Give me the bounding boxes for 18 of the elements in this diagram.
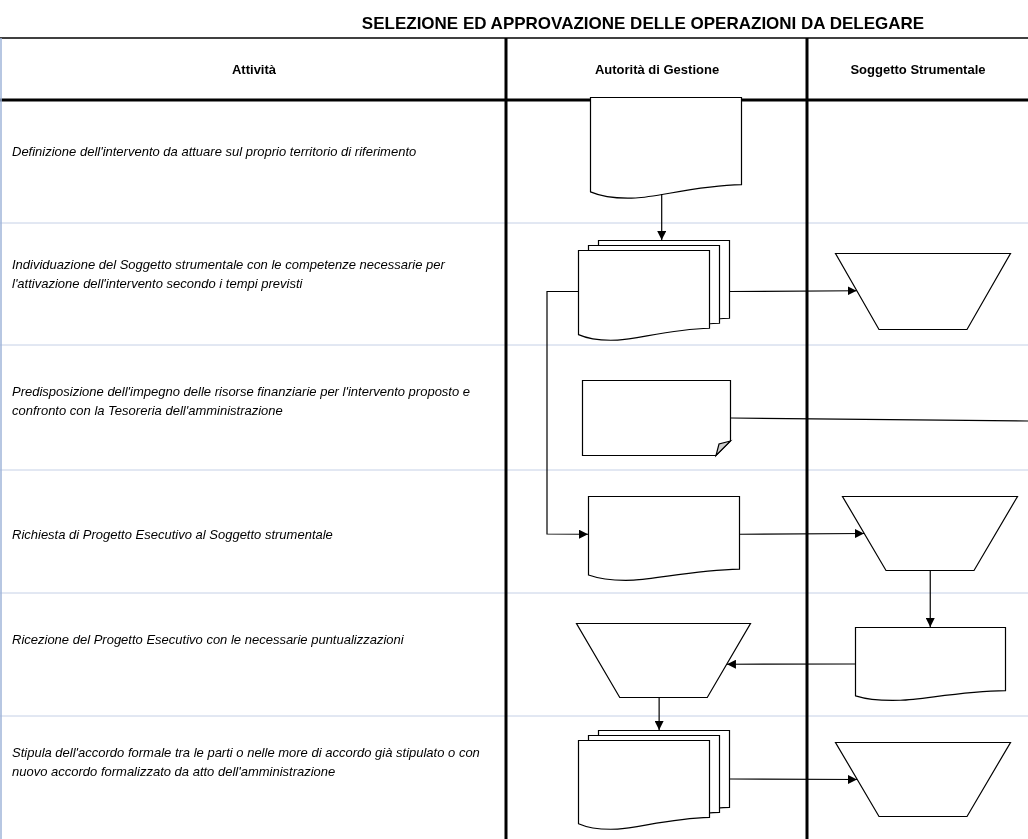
activity-description: Definizione dell'intervento da attuare sul proprio territorio di riferimento xyxy=(12,143,418,161)
activity-description: Stipula dell'accordo formale tra le parti o nelle more di accordo già stipulato o con nuovo accordo formalizzato da atto dell'amministrazione xyxy=(12,744,481,781)
column-header: Attività xyxy=(230,61,278,79)
activity-description: Individuazione del Soggetto strumentale con le competenze necessarie per l'attivazione dell'intervento secondo i tempi previsti xyxy=(12,256,447,293)
connector-arrow xyxy=(729,286,858,296)
connector-arrow xyxy=(739,529,865,539)
connector-arrow xyxy=(657,193,667,241)
activity-description: Predisposizione dell'impegno delle risorse finanziarie per l'intervento proposto e confronto con la Tesoreria dell'amministrazione xyxy=(12,383,472,420)
connector-arrow xyxy=(925,570,935,628)
diagram-title: SELEZIONE ED APPROVAZIONE DELLE OPERAZIONI DA DELEGARE xyxy=(360,14,926,34)
connector-arrow xyxy=(546,290,589,539)
column-header: Soggetto Strumentale xyxy=(849,61,987,79)
activity-description: Richiesta di Progetto Esecutivo al Soggetto strumentale xyxy=(12,526,334,544)
connector-arrow xyxy=(654,697,664,731)
connector-arrow xyxy=(726,659,856,669)
activity-description: Ricezione del Progetto Esecutivo con le necessarie puntualizzazioni xyxy=(12,631,405,649)
connector-arrow xyxy=(729,774,858,784)
column-header: Autorità di Gestione xyxy=(593,61,721,79)
